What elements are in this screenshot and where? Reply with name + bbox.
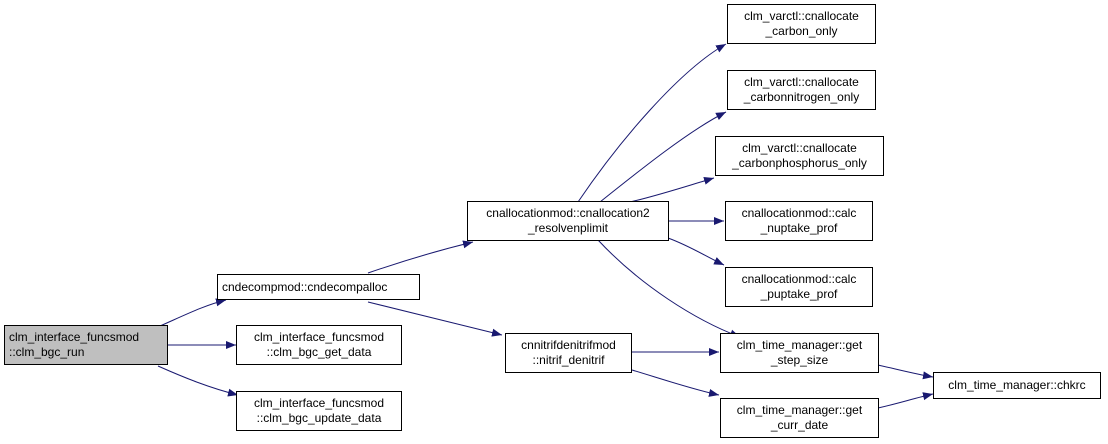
node-puptake-prof-line-1: cnallocationmod::calc bbox=[741, 272, 857, 286]
node-cnallocation2-line-2: _resolvenplimit bbox=[527, 221, 609, 235]
edge-cndecompalloc-to-cnallocation2 bbox=[367, 240, 474, 274]
edge-cnallocation2-to-carbonphosphorus-only bbox=[629, 176, 715, 203]
node-carbonnitrogen-only-line-2: _carbonnitrogen_only bbox=[743, 90, 860, 104]
edge-nitrif-denitrif-to-get-curr-date bbox=[631, 369, 720, 397]
node-clm-bgc-run: clm_interface_funcsmod ::clm_bgc_run bbox=[4, 325, 168, 365]
edge-bgc-run-to-update-data bbox=[157, 365, 239, 397]
node-nitrif-denitrif-line-2: ::nitrif_denitrif bbox=[532, 353, 605, 367]
edge-bgc-run-to-cndecompalloc bbox=[159, 298, 227, 327]
node-carbonnitrogen-only-line-1: clm_varctl::cnallocate bbox=[744, 75, 859, 89]
node-clm-bgc-get-data[interactable]: clm_interface_funcsmod ::clm_bgc_get_dat… bbox=[236, 325, 402, 365]
node-get-curr-date-line-2: _curr_date bbox=[770, 418, 829, 432]
node-nuptake-prof-line-1: cnallocationmod::calc bbox=[741, 206, 857, 220]
edge-cnallocation2-to-carbon-only bbox=[577, 43, 727, 203]
node-puptake-prof-line-2: _puptake_prof bbox=[760, 287, 838, 301]
node-carbonphosphorus-only-line-2: _carbonphosphorus_only bbox=[732, 156, 867, 170]
node-clm-bgc-update-data-line-2: ::clm_bgc_update_data bbox=[256, 411, 382, 425]
node-get-step-size-line-2: _step_size bbox=[770, 353, 829, 367]
node-cnallocation2-resolvenplimit[interactable]: cnallocationmod::cnallocation2 _resolven… bbox=[467, 201, 669, 241]
node-get-curr-date-line-1: clm_time_manager::get bbox=[736, 403, 863, 417]
node-cnallocate-carbonnitrogen-only[interactable]: clm_varctl::cnallocate _carbonnitrogen_o… bbox=[727, 70, 876, 110]
node-carbon-only-line-2: _carbon_only bbox=[765, 24, 838, 38]
edge-cnallocation2-to-carbonnitrogen-only bbox=[599, 111, 727, 203]
edge-cndecompalloc-to-nitrif-denitrif bbox=[367, 301, 503, 337]
node-carbon-only-line-1: clm_varctl::cnallocate bbox=[744, 9, 859, 23]
node-cnallocate-carbon-only[interactable]: clm_varctl::cnallocate _carbon_only bbox=[727, 4, 876, 44]
node-clm-bgc-update-data[interactable]: clm_interface_funcsmod ::clm_bgc_update_… bbox=[236, 391, 402, 431]
node-calc-puptake-prof[interactable]: cnallocationmod::calc _puptake_prof bbox=[725, 267, 873, 307]
node-get-step-size-line-1: clm_time_manager::get bbox=[736, 338, 863, 352]
node-clm-bgc-run-line-1: clm_interface_funcsmod bbox=[9, 330, 140, 344]
edge-cnallocation2-to-get-step-size bbox=[597, 239, 741, 338]
node-cndecompalloc-line-1: cndecompmod::cndecompalloc bbox=[222, 279, 388, 294]
node-chkrc-line-1: clm_time_manager::chkrc bbox=[948, 378, 1086, 392]
node-chkrc[interactable]: clm_time_manager::chkrc bbox=[933, 372, 1101, 399]
edge-cnallocation2-to-puptake-prof bbox=[667, 237, 725, 266]
node-clm-bgc-run-line-2: ::clm_bgc_run bbox=[9, 345, 85, 359]
node-cndecompalloc[interactable]: cndecompmod::cndecompalloc bbox=[217, 274, 420, 300]
node-nitrif-denitrif[interactable]: cnnitrifdenitrifmod ::nitrif_denitrif bbox=[505, 333, 632, 373]
node-get-curr-date[interactable]: clm_time_manager::get _curr_date bbox=[720, 398, 879, 438]
edge-get-step-size-to-chkrc bbox=[877, 364, 934, 380]
node-carbonphosphorus-only-line-1: clm_varctl::cnallocate bbox=[742, 141, 857, 155]
node-nuptake-prof-line-2: _nuptake_prof bbox=[760, 221, 838, 235]
node-cnallocation2-line-1: cnallocationmod::cnallocation2 bbox=[486, 206, 650, 220]
node-clm-bgc-get-data-line-2: ::clm_bgc_get_data bbox=[266, 345, 372, 359]
node-clm-bgc-update-data-line-1: clm_interface_funcsmod bbox=[253, 396, 385, 410]
node-get-step-size[interactable]: clm_time_manager::get _step_size bbox=[720, 333, 879, 373]
node-cnallocate-carbonphosphorus-only[interactable]: clm_varctl::cnallocate _carbonphosphorus… bbox=[715, 136, 884, 176]
node-clm-bgc-get-data-line-1: clm_interface_funcsmod bbox=[253, 330, 385, 344]
edge-get-curr-date-to-chkrc bbox=[877, 392, 934, 409]
node-calc-nuptake-prof[interactable]: cnallocationmod::calc _nuptake_prof bbox=[725, 201, 873, 241]
node-nitrif-denitrif-line-1: cnnitrifdenitrifmod bbox=[521, 338, 616, 352]
